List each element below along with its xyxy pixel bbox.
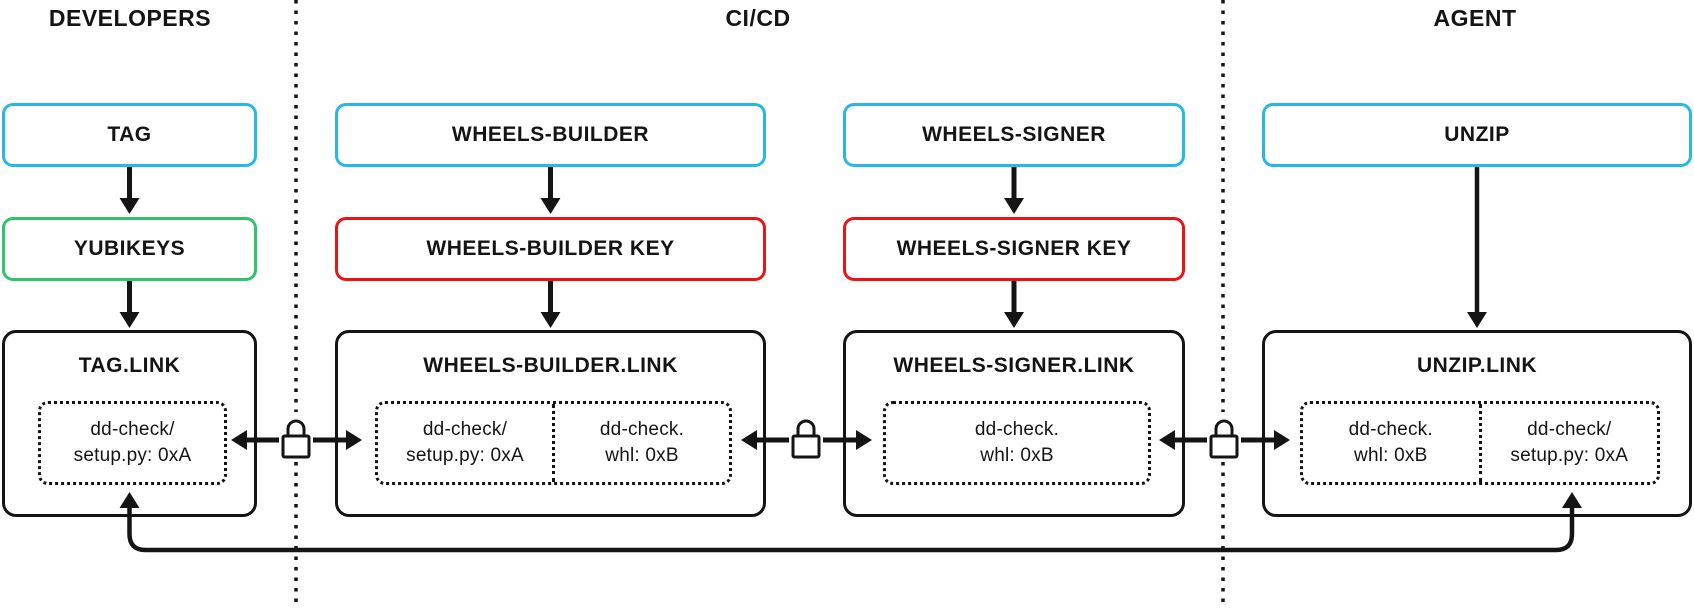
link-title-wheels-signer: WHEELS-SIGNER.LINK: [893, 354, 1135, 377]
artifact-line1: dd-check/: [90, 419, 175, 440]
section-title-developers: DEVELOPERS: [48, 5, 212, 31]
artifact-whl: dd-check. whl: 0xB: [1303, 404, 1479, 482]
artifact-line1: dd-check/: [1527, 419, 1612, 440]
artifact-line2: setup.py: 0xA: [1510, 445, 1629, 466]
node-wheels-builder: WHEELS-BUILDER: [335, 103, 766, 167]
artifact-whl: dd-check. whl: 0xB: [886, 404, 1148, 482]
artifact-line1: dd-check.: [599, 419, 685, 440]
arrow-unzip-to-unzip-link: [1467, 167, 1487, 328]
artifact-line2: setup.py: 0xA: [73, 445, 192, 466]
arrow-tag-to-yubikeys: [119, 167, 140, 214]
link-box-unzip: UNZIP.LINK dd-check. whl: 0xB dd-check/ …: [1262, 330, 1692, 517]
arrow-yubikeys-to-tag-link: [119, 281, 140, 328]
lock-icon: [789, 412, 823, 460]
link-box-tag: TAG.LINK dd-check/ setup.py: 0xA: [2, 330, 257, 517]
link-title-wheels-builder: WHEELS-BUILDER.LINK: [423, 354, 678, 377]
artifact-line2: whl: 0xB: [1354, 445, 1428, 466]
lock-icon: [1207, 412, 1241, 460]
artifact-group: dd-check/ setup.py: 0xA dd-check. whl: 0…: [375, 401, 732, 485]
artifact-setup-py: dd-check/ setup.py: 0xA: [41, 404, 224, 482]
artifact-setup-py: dd-check/ setup.py: 0xA: [378, 404, 552, 482]
section-title-cicd: CI/CD: [725, 5, 791, 31]
node-wheels-builder-key: WHEELS-BUILDER KEY: [335, 217, 766, 281]
node-tag: TAG: [2, 103, 257, 167]
link-box-wheels-builder: WHEELS-BUILDER.LINK dd-check/ setup.py: …: [335, 330, 766, 517]
link-title-unzip: UNZIP.LINK: [1416, 354, 1538, 377]
artifact-line2: whl: 0xB: [605, 445, 679, 466]
arrow-builder-to-builder-key: [540, 167, 561, 214]
link-title-tag: TAG.LINK: [78, 354, 181, 377]
section-title-agent: AGENT: [1433, 5, 1517, 31]
artifact-line1: dd-check/: [422, 419, 508, 440]
artifact-line2: setup.py: 0xA: [406, 445, 524, 466]
node-unzip: UNZIP: [1262, 103, 1692, 167]
link-box-wheels-signer: WHEELS-SIGNER.LINK dd-check. whl: 0xB: [843, 330, 1185, 517]
artifact-line1: dd-check.: [1348, 419, 1433, 440]
artifact-whl: dd-check. whl: 0xB: [552, 404, 729, 482]
artifact-line2: whl: 0xB: [980, 445, 1054, 466]
artifact-group: dd-check. whl: 0xB dd-check/ setup.py: 0…: [1300, 401, 1660, 485]
artifact-setup-py: dd-check/ setup.py: 0xA: [1478, 404, 1658, 482]
node-wheels-signer: WHEELS-SIGNER: [843, 103, 1185, 167]
artifact-group: dd-check/ setup.py: 0xA: [38, 401, 227, 485]
artifact-group: dd-check. whl: 0xB: [883, 401, 1151, 485]
arrow-builder-key-to-builder-link: [540, 281, 561, 328]
arrow-signer-to-signer-key: [1004, 167, 1024, 214]
arrow-signer-key-to-signer-link: [1004, 281, 1024, 328]
node-yubikeys: YUBIKEYS: [2, 217, 257, 281]
node-wheels-signer-key: WHEELS-SIGNER KEY: [843, 217, 1185, 281]
lock-icon: [279, 412, 313, 460]
artifact-line1: dd-check.: [974, 419, 1060, 440]
